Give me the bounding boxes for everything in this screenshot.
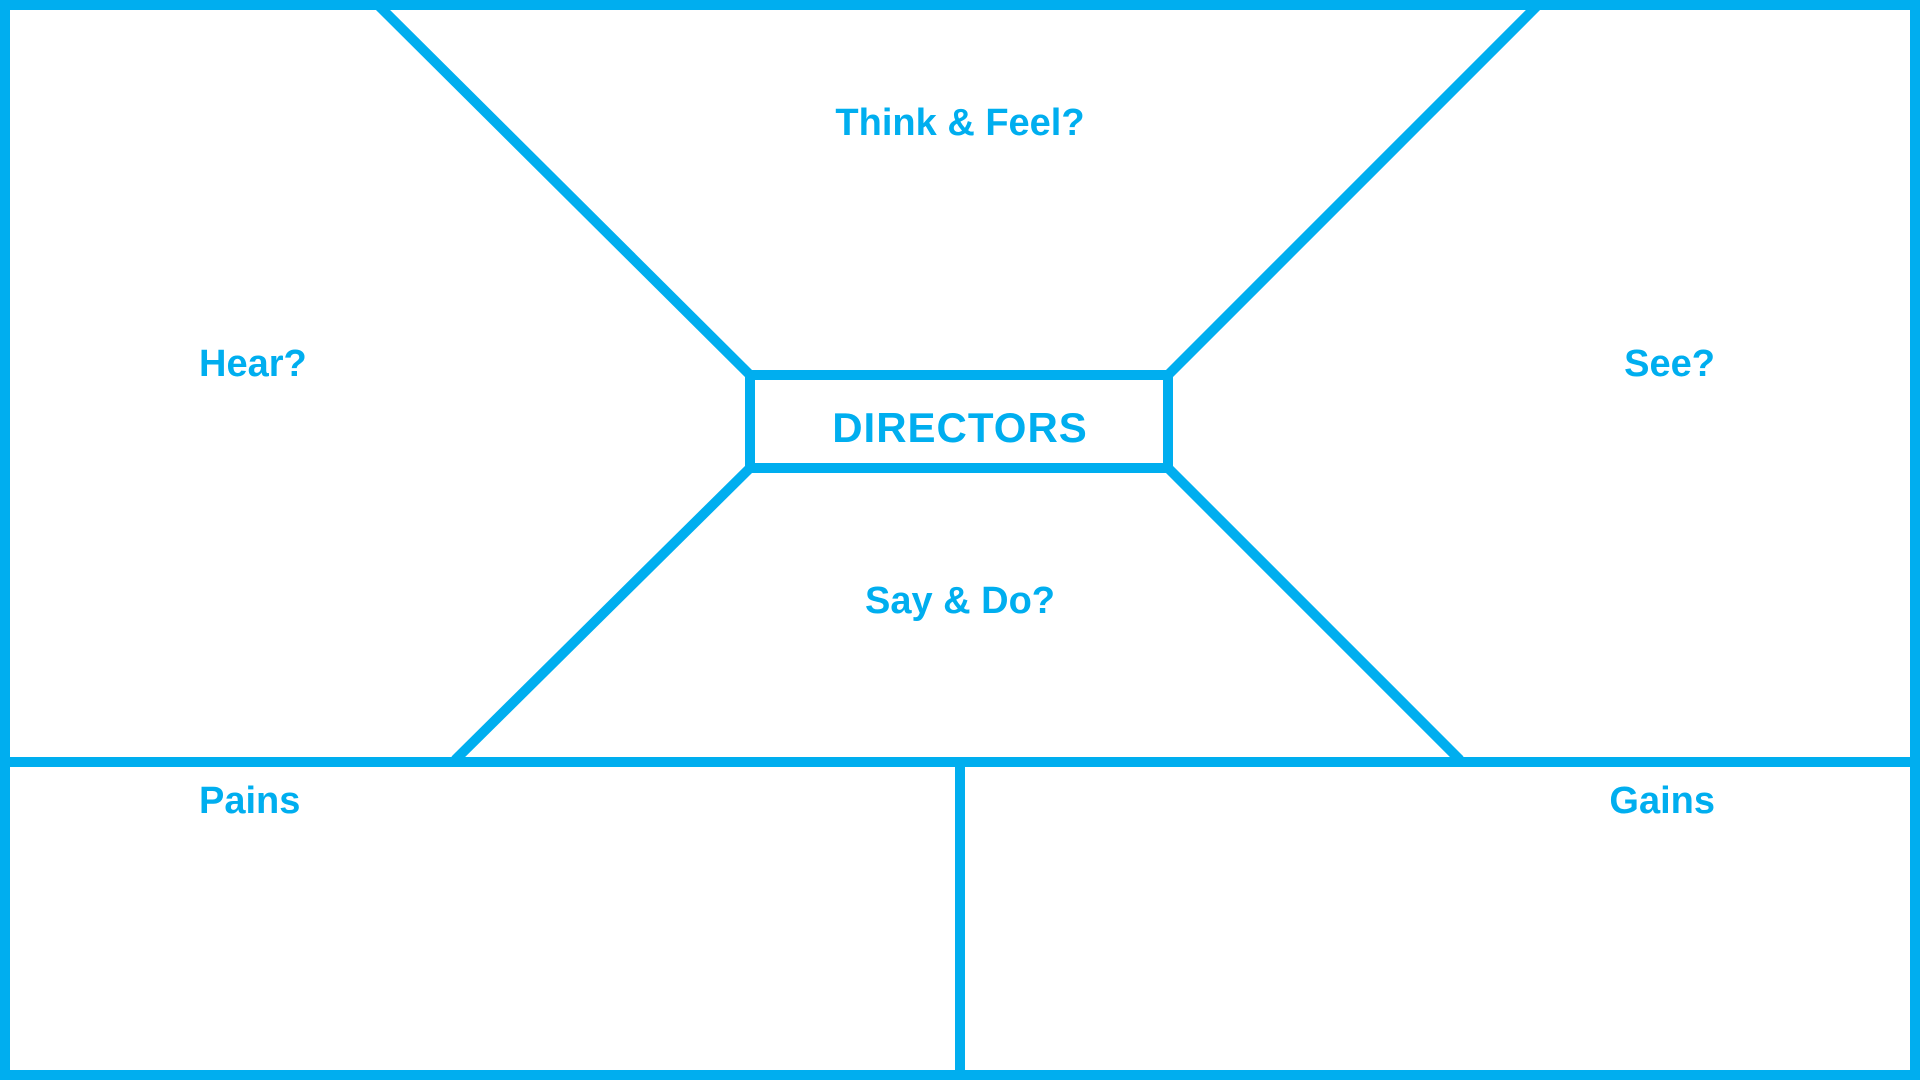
diagonal-bottom-left (451, 464, 754, 764)
gains-label: Gains (1609, 780, 1715, 822)
center-box (745, 370, 1173, 473)
center-label: DIRECTORS (832, 404, 1088, 451)
diagonal-top-left (374, 1, 754, 379)
pains-label: Pains (199, 780, 301, 822)
diagonal-bottom-right (1164, 464, 1464, 764)
diagonal-top-right (1164, 1, 1542, 379)
see-label: See? (1624, 343, 1715, 385)
say-do-label: Say & Do? (864, 580, 1056, 622)
hear-label: Hear? (199, 343, 307, 385)
think-feel-label: Think & Feel? (835, 102, 1085, 144)
